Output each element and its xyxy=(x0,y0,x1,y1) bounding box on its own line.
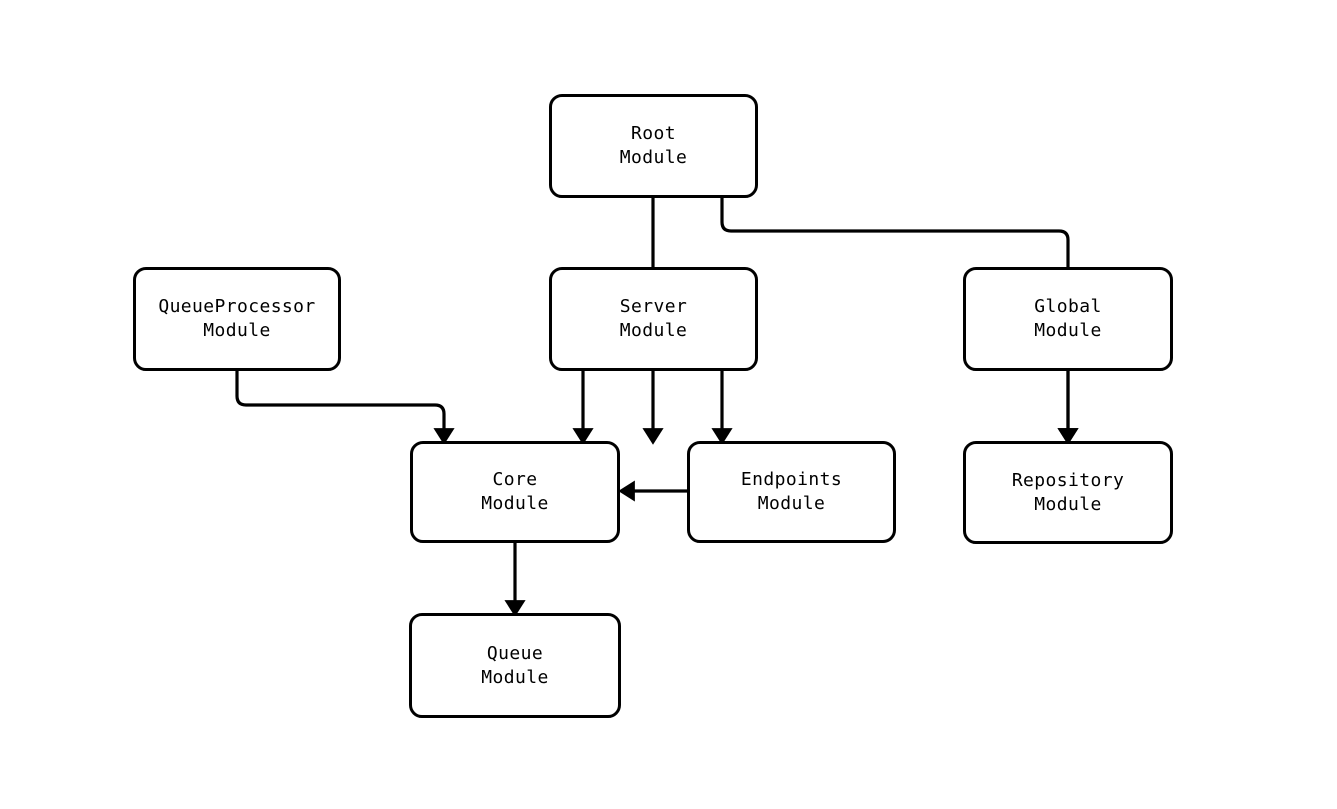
node-root-label-line1: Root xyxy=(631,123,676,145)
edge-queueprocessor-to-core xyxy=(235,371,455,445)
node-repository[interactable]: Repository Module xyxy=(963,441,1173,544)
node-global-label-line1: Global xyxy=(1034,296,1102,318)
node-repository-label-line2: Module xyxy=(1034,493,1102,515)
node-root-label-line2: Module xyxy=(619,147,688,168)
node-queue-label-line1: Queue xyxy=(486,642,544,664)
node-endpoints-label-line1: Endpoints xyxy=(740,469,843,491)
node-core[interactable]: Core Module xyxy=(410,441,620,543)
node-core-label-line2: Module xyxy=(481,493,549,514)
node-global-label-line2: Module xyxy=(1034,320,1102,341)
node-core-label-line1: Core xyxy=(492,469,538,491)
node-repository-label-line1: Repository xyxy=(1011,469,1125,491)
node-endpoints-label-line2: Module xyxy=(757,493,826,514)
node-server-label-line1: Server xyxy=(619,296,688,318)
node-queueprocessor[interactable]: QueueProcessor Module xyxy=(133,267,341,371)
node-queue-label-line2: Module xyxy=(481,666,549,688)
node-queueprocessor-label-line1: QueueProcessor xyxy=(158,296,316,318)
node-endpoints[interactable]: Endpoints Module xyxy=(687,441,896,543)
node-queue[interactable]: Queue Module xyxy=(409,613,621,718)
node-server[interactable]: Server Module xyxy=(549,267,758,371)
node-global[interactable]: Global Module xyxy=(963,267,1173,371)
node-server-label-line2: Module xyxy=(619,320,688,341)
node-root[interactable]: Root Module xyxy=(549,94,758,198)
node-queueprocessor-label-line2: Module xyxy=(203,320,271,341)
